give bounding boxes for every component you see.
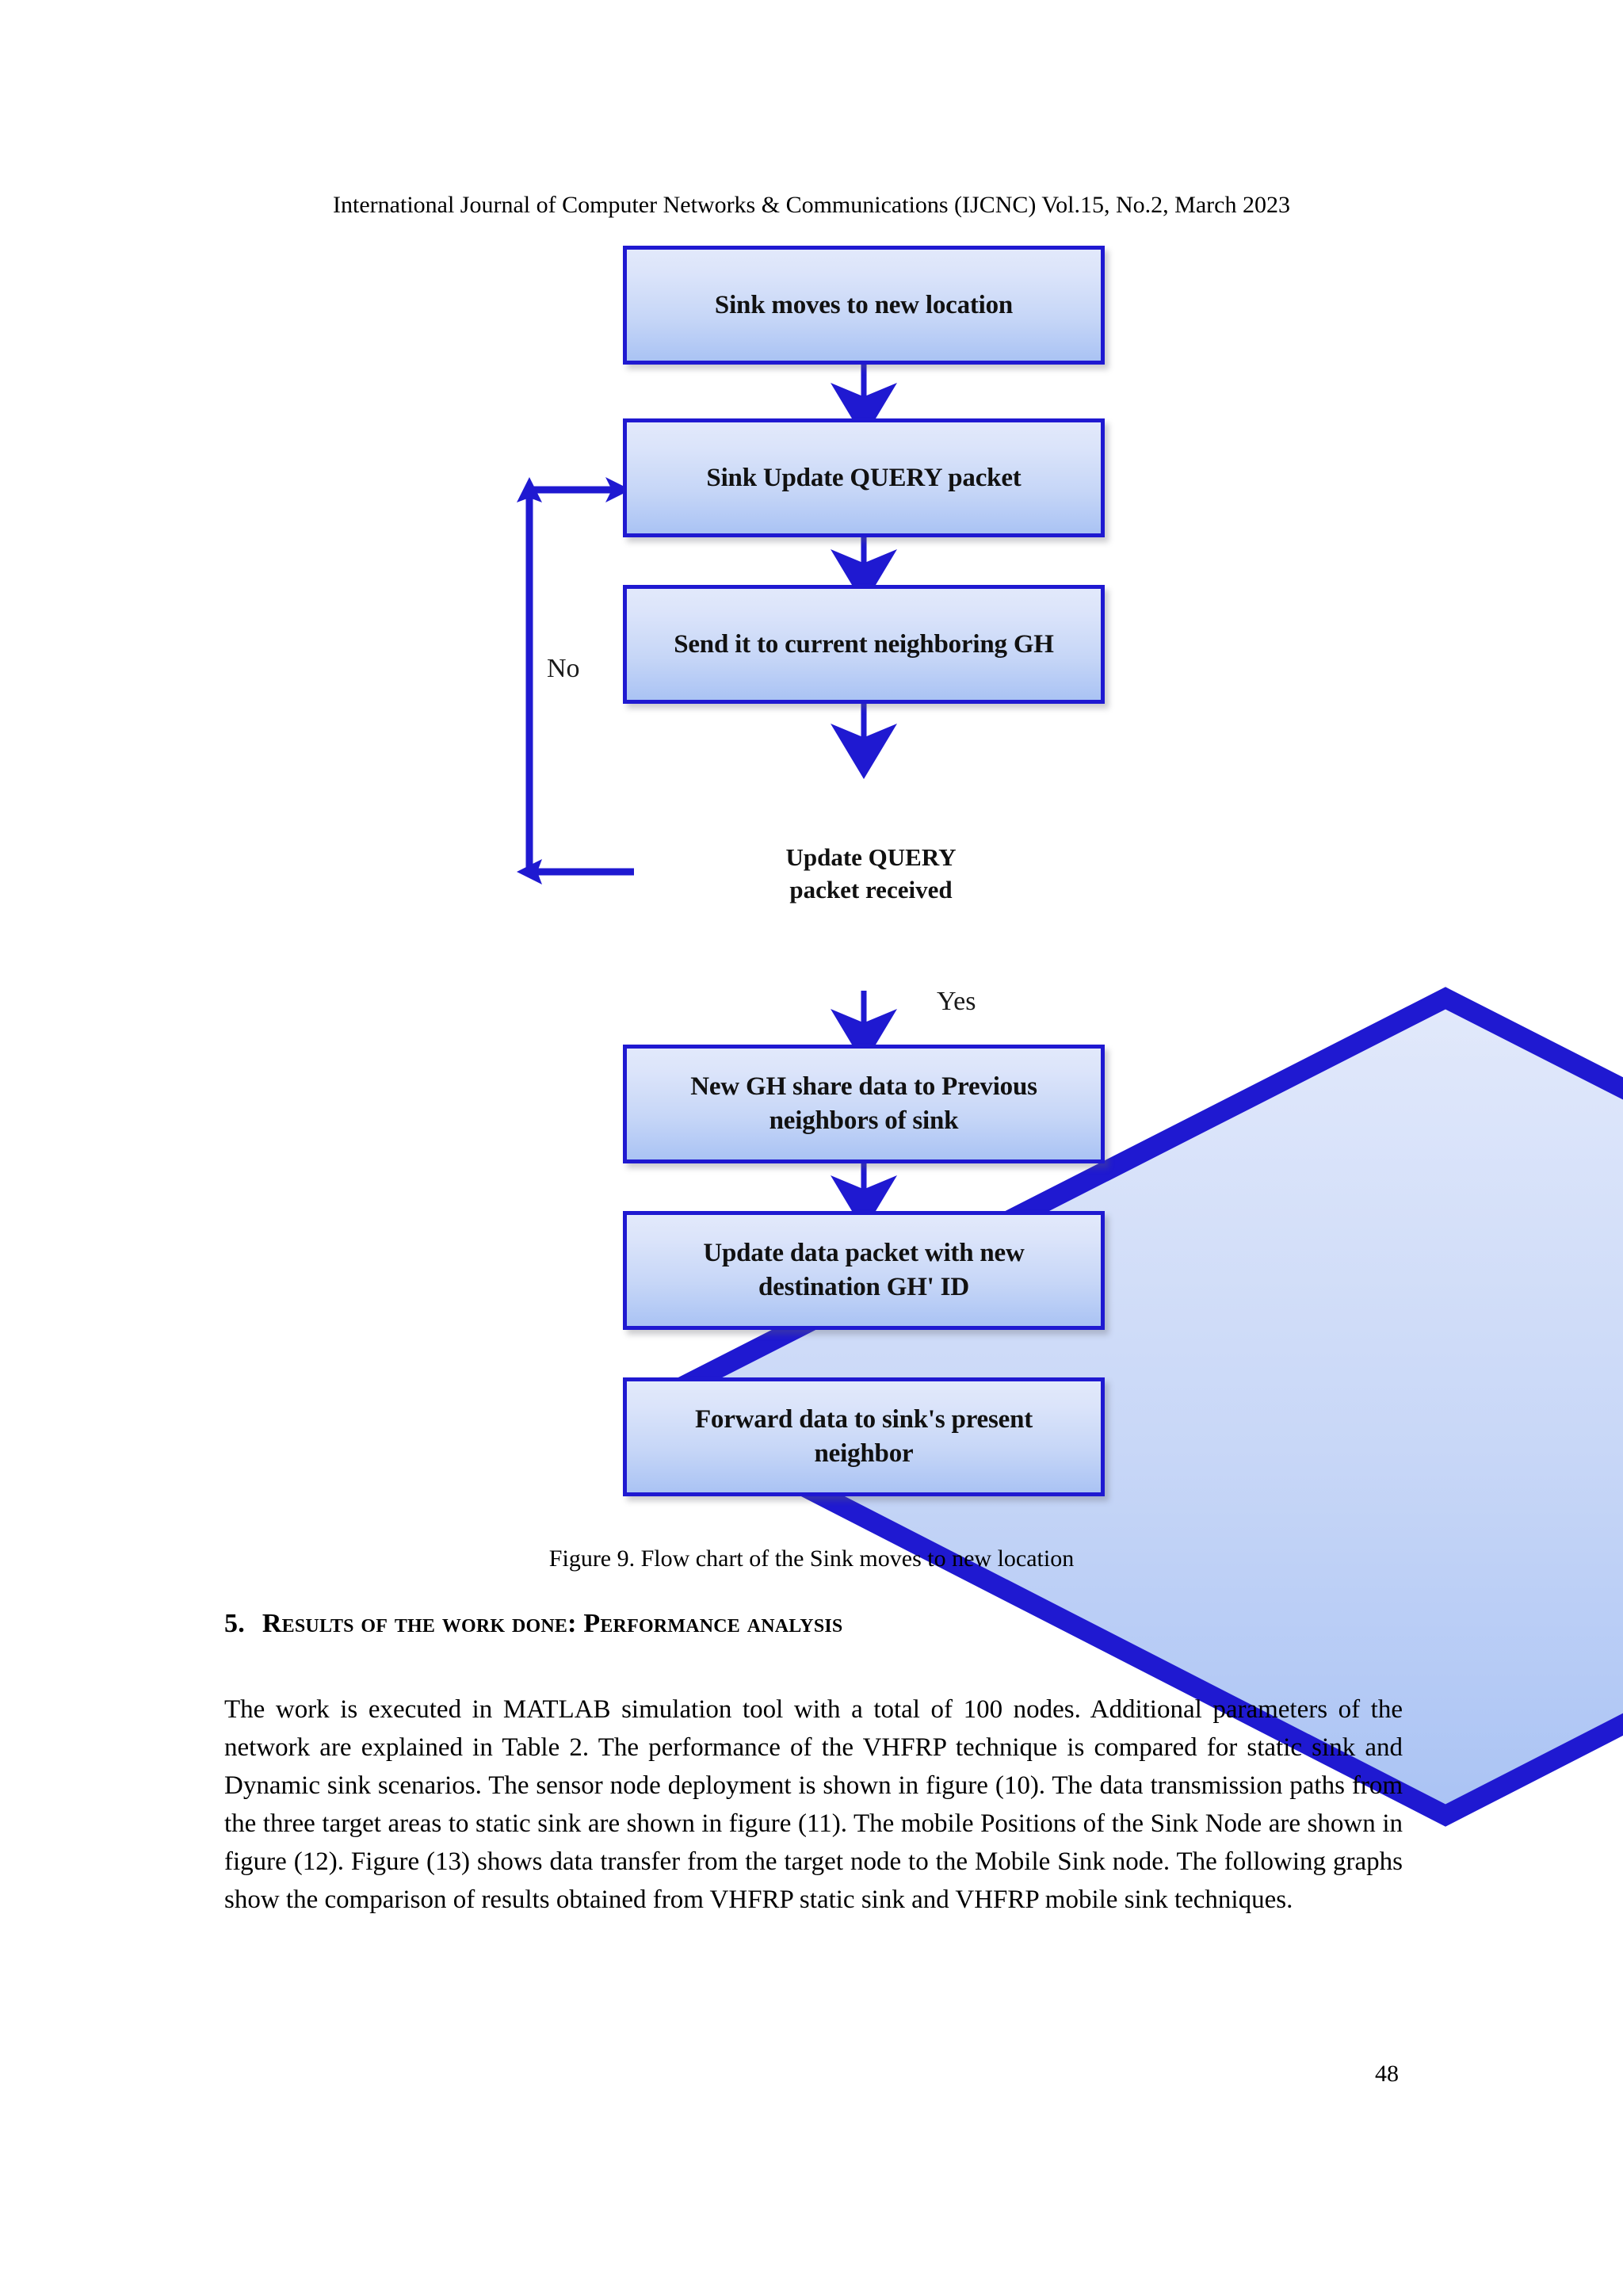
- branch-label-yes: Yes: [937, 987, 976, 1016]
- flow-node-label: New GH share data to Previous neighbors …: [690, 1070, 1037, 1138]
- flow-node-sink-update-query: Sink Update QUERY packet: [623, 418, 1105, 537]
- connector-no-feedback: [525, 486, 634, 876]
- flow-node-label: Send it to current neighboring GH: [674, 629, 1054, 659]
- flow-decision-update-query-received: Update QUERY packet received: [623, 757, 1623, 1827]
- flow-node-forward-data: Forward data to sink's present neighbor: [623, 1377, 1105, 1496]
- no-loop-left-arrowhead: [517, 859, 542, 884]
- flow-node-label-line1: Forward data to sink's present: [694, 1405, 1033, 1435]
- flow-node-label: Sink moves to new location: [714, 290, 1014, 319]
- flow-node-label-line1: Update data packet with new: [703, 1239, 1025, 1268]
- flow-node-label-line2: neighbor: [814, 1439, 914, 1468]
- flow-node-new-gh-share-data: New GH share data to Previous neighbors …: [623, 1045, 1105, 1163]
- figure-caption: Figure 9. Flow chart of the Sink moves t…: [548, 1545, 1075, 1572]
- section-title-part1: Results of the work done: [262, 1609, 568, 1638]
- flow-node-send-to-gh: Send it to current neighboring GH: [623, 585, 1105, 704]
- flow-node-label-line1: New GH share data to Previous: [690, 1072, 1037, 1102]
- flow-node-label: Update data packet with new destination …: [703, 1236, 1024, 1305]
- branch-label-no: No: [547, 654, 580, 683]
- flow-node-label-line2: destination GH' ID: [758, 1273, 969, 1301]
- body-paragraph: The work is executed in MATLAB simulatio…: [224, 1695, 1403, 1914]
- flowchart-figure: Sink moves to new location Sink Update Q…: [0, 238, 1623, 1827]
- section-number: 5.: [224, 1609, 245, 1638]
- section-heading: 5. Results of the work done: Performance …: [224, 1609, 1399, 1639]
- running-header: International Journal of Computer Networ…: [333, 192, 1290, 218]
- no-loop-up-arrowhead: [517, 477, 542, 502]
- section-title-part2: Performance analysis: [583, 1609, 843, 1638]
- section-title-colon: :: [567, 1609, 577, 1638]
- no-loop-right-arrowhead: [605, 477, 631, 502]
- flow-node-update-data-packet: Update data packet with new destination …: [623, 1211, 1105, 1330]
- flow-node-label-line2: neighbors of sink: [769, 1106, 959, 1135]
- page-number: 48: [1375, 2061, 1399, 2087]
- flow-node-sink-moves: Sink moves to new location: [623, 246, 1105, 365]
- flow-node-label: Forward data to sink's present neighbor: [695, 1403, 1033, 1471]
- flow-node-label: Sink Update QUERY packet: [706, 463, 1022, 492]
